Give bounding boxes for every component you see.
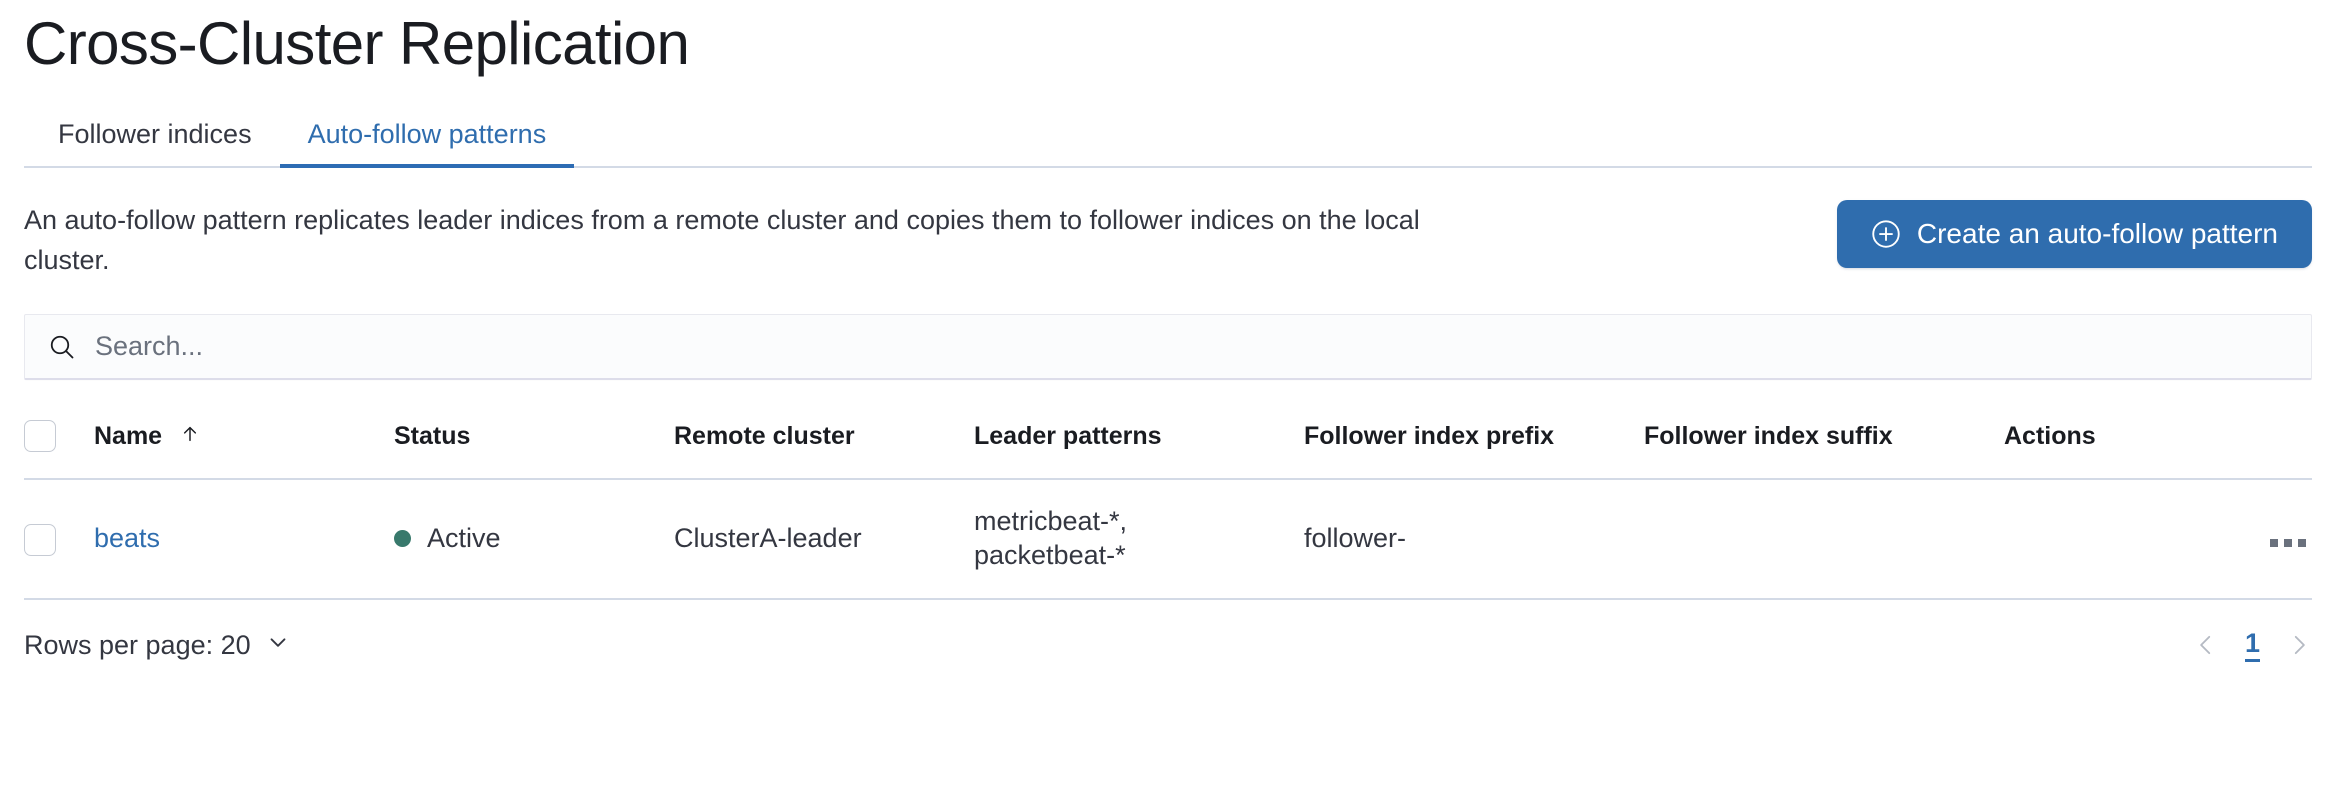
tab-follower-indices[interactable]: Follower indices xyxy=(24,118,280,166)
arrow-up-icon xyxy=(179,422,201,452)
create-button-label: Create an auto-follow pattern xyxy=(1916,218,2278,249)
column-header-status[interactable]: Status xyxy=(394,410,674,481)
table-header-row: Name Status Remote cluster Leader patter… xyxy=(24,410,2312,481)
row-checkbox[interactable] xyxy=(24,523,56,556)
rows-per-page-select[interactable]: Rows per page: 20 xyxy=(24,629,291,662)
table-row: beats Active ClusterA-leader metricbeat-… xyxy=(24,479,2312,601)
search-icon xyxy=(47,332,77,362)
cell-remote-cluster: ClusterA-leader xyxy=(674,479,974,601)
column-header-name-label: Name xyxy=(94,421,163,450)
pagination: 1 xyxy=(2193,628,2312,663)
rows-per-page-label: Rows per page: 20 xyxy=(24,629,251,660)
chevron-left-icon[interactable] xyxy=(2193,632,2219,658)
column-header-name[interactable]: Name xyxy=(94,410,394,481)
search-input[interactable] xyxy=(95,331,2289,362)
create-auto-follow-pattern-button[interactable]: Create an auto-follow pattern xyxy=(1836,200,2312,268)
column-header-remote-cluster[interactable]: Remote cluster xyxy=(674,410,974,481)
table-footer: Rows per page: 20 1 xyxy=(24,628,2312,663)
column-header-follower-index-suffix[interactable]: Follower index suffix xyxy=(1644,410,2004,481)
chevron-right-icon[interactable] xyxy=(2286,632,2312,658)
select-all-checkbox[interactable] xyxy=(24,420,56,453)
search-bar[interactable] xyxy=(24,314,2312,380)
pagination-page-1[interactable]: 1 xyxy=(2244,628,2260,663)
column-header-follower-index-prefix[interactable]: Follower index prefix xyxy=(1304,410,1644,481)
intro-description: An auto-follow pattern replicates leader… xyxy=(24,205,1420,275)
auto-follow-patterns-table: Name Status Remote cluster Leader patter… xyxy=(24,410,2312,601)
status-label: Active xyxy=(427,523,501,554)
page-title: Cross-Cluster Replication xyxy=(24,10,690,77)
tab-auto-follow-patterns[interactable]: Auto-follow patterns xyxy=(279,118,575,168)
select-all-header xyxy=(24,410,94,481)
cell-status: Active xyxy=(394,479,674,601)
pattern-name-link[interactable]: beats xyxy=(94,523,161,554)
column-header-actions: Actions xyxy=(2004,410,2312,481)
column-header-leader-patterns[interactable]: Leader patterns xyxy=(974,410,1304,481)
cell-follower-index-suffix xyxy=(1644,479,2004,601)
more-actions-icon[interactable] xyxy=(2264,533,2312,553)
intro-section: An auto-follow pattern replicates leader… xyxy=(24,200,2312,280)
cell-follower-index-prefix: follower- xyxy=(1304,479,1644,601)
tab-bar: Follower indices Auto-follow patterns xyxy=(24,106,2312,168)
row-select-cell xyxy=(24,479,94,601)
cell-leader-patterns: metricbeat-*, packetbeat-* xyxy=(974,479,1304,601)
status-dot-icon xyxy=(394,529,411,547)
chevron-down-icon xyxy=(265,629,291,662)
cell-name: beats xyxy=(94,479,394,601)
cell-actions xyxy=(2004,479,2312,601)
plus-in-circle-icon xyxy=(1871,219,1901,249)
